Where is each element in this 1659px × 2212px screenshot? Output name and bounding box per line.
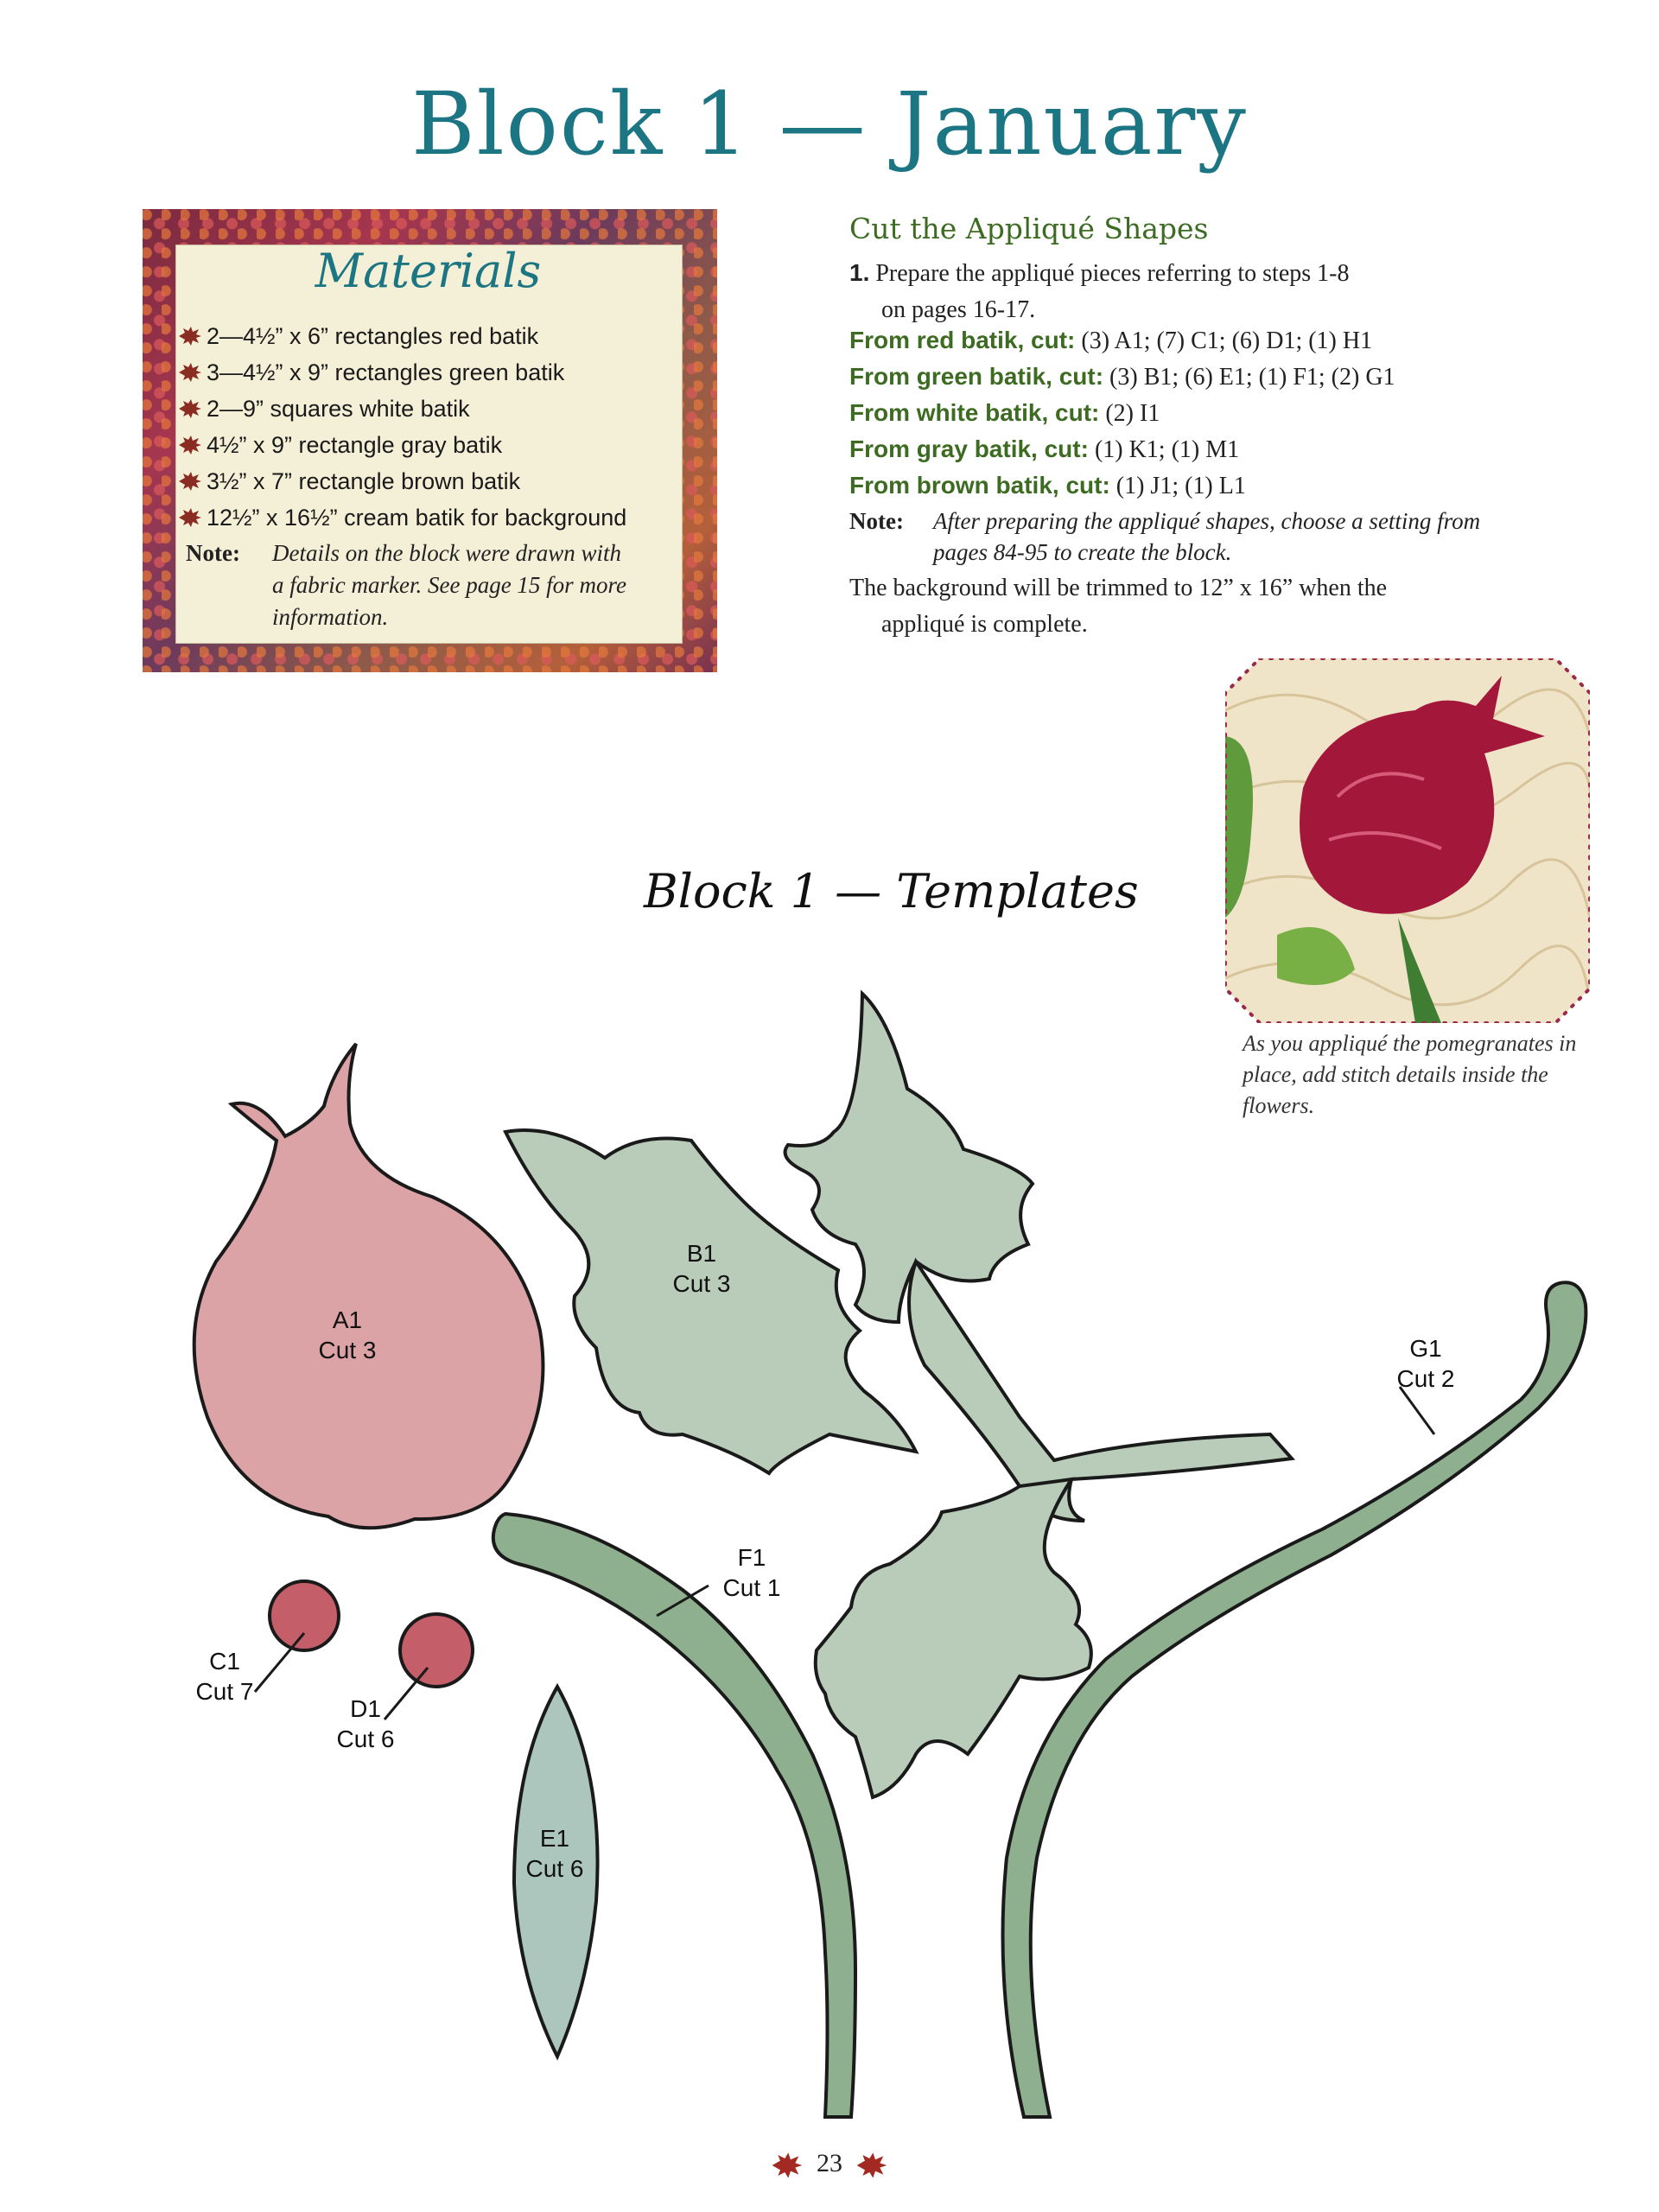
template-b1-shape-3 [813,1477,1093,1800]
leader-line [253,1632,306,1693]
step-1: 1. Prepare the appliqué pieces referring… [849,255,1506,328]
label-b1-cut: Cut 3 [673,1270,731,1297]
cut-value: (3) A1; (7) C1; (6) D1; (1) H1 [1081,327,1373,354]
leader-line [1398,1386,1436,1435]
maple-leaf-icon [179,472,201,491]
materials-item: 4½” x 9” rectangle gray batik [177,427,683,463]
materials-item: 3—4½” x 9” rectangles green batik [177,354,683,391]
template-e1-shape [512,1682,600,2061]
template-d1-shape [398,1612,474,1688]
cut-value: (1) K1; (1) M1 [1094,436,1240,463]
materials-item-text: 4½” x 9” rectangle gray batik [207,431,503,458]
note-label: Note: [849,508,904,534]
label-a1-cut: Cut 3 [319,1337,377,1363]
templates-drawing: A1 Cut 3 B1 Cut 3 C1 Cut 7 D1 Cut 6 E1 C… [192,989,1588,2119]
materials-item: 2—4½” x 6” rectangles red batik [177,318,683,354]
cut-line: From gray batik, cut: (1) K1; (1) M1 [849,435,1239,464]
label-g1-cut: Cut 2 [1397,1365,1455,1392]
label-f1-cut: Cut 1 [723,1574,781,1601]
label-g1-id: G1 [1409,1335,1441,1362]
label-a1-id: A1 [333,1306,362,1333]
step-text-continued: on pages 16-17. [881,296,1036,323]
materials-heading: Materials [315,244,542,298]
cut-value: (3) B1; (6) E1; (1) F1; (2) G1 [1109,364,1395,391]
cut-line: From white batik, cut: (2) I1 [849,399,1160,428]
label-e1-id: E1 [540,1825,569,1852]
materials-item-text: 2—4½” x 6” rectangles red batik [207,322,539,349]
materials-list: 2—4½” x 6” rectangles red batik 3—4½” x … [177,318,683,536]
template-b1-shape [503,1128,919,1476]
cut-label: From red batik, cut: [849,327,1076,353]
label-c1-cut: Cut 7 [196,1678,254,1705]
cut-line: From brown batik, cut: (1) J1; (1) L1 [849,472,1246,500]
label-e1-cut: Cut 6 [526,1855,584,1882]
maple-leaf-icon [179,363,201,382]
label-f1-id: F1 [738,1544,766,1571]
leader-line [656,1584,709,1618]
cut-value: (1) J1; (1) L1 [1116,473,1246,499]
maple-leaf-icon [856,2152,887,2178]
materials-item: 3½” x 7” rectangle brown batik [177,463,683,499]
materials-item: 12½” x 16½” cream batik for background [177,499,683,536]
maple-leaf-icon [179,435,201,454]
cut-label: From white batik, cut: [849,399,1100,426]
template-f1-shape [491,1511,858,2119]
note-label: Note: [186,540,240,566]
materials-panel [175,245,683,644]
photo-caption: As you appliqué the pomegranates in plac… [1243,1031,1577,1118]
materials-item-text: 3½” x 7” rectangle brown batik [207,467,521,494]
materials-item: 2—9” squares white batik [177,391,683,427]
page-number-text: 23 [817,2149,842,2177]
note-text: After preparing the appliqué shapes, cho… [933,508,1481,565]
maple-leaf-icon [772,2152,803,2178]
template-g1-shape [1001,1281,1588,2119]
materials-item-text: 3—4½” x 9” rectangles green batik [207,359,565,385]
template-a1-shape [192,1042,545,1530]
background-note: The background will be trimmed to 12” x … [849,570,1506,643]
cut-label: From gray batik, cut: [849,435,1089,462]
cut-line: From green batik, cut: (3) B1; (6) E1; (… [849,363,1395,391]
page-number: 23 [0,2149,1659,2181]
maple-leaf-icon [179,327,201,346]
leader-line [383,1667,429,1720]
maple-leaf-icon [179,508,201,527]
materials-item-text: 12½” x 16½” cream batik for background [207,504,627,531]
cut-value: (2) I1 [1105,400,1160,427]
step-number: 1. [849,259,870,286]
cut-label: From brown batik, cut: [849,472,1110,499]
label-b1-id: B1 [687,1240,716,1267]
maple-leaf-icon [179,399,201,418]
template-b1-shape-2 [783,989,1035,1325]
label-d1-cut: Cut 6 [337,1726,395,1752]
note-text: Details on the block were drawn with a f… [272,540,626,630]
cut-line: From red batik, cut: (3) A1; (7) C1; (6)… [849,327,1372,355]
label-d1-id: D1 [350,1695,381,1722]
templates-title: Block 1 — Templates [644,864,1139,918]
background-line: appliqué is complete. [881,611,1088,638]
cut-heading: Cut the Appliqué Shapes [849,212,1209,245]
step-text: Prepare the appliqué pieces referring to… [875,260,1350,287]
template-stem-branch [907,1257,1296,1522]
block-photo [1225,658,1590,1023]
background-line: The background will be trimmed to 12” x … [849,575,1388,601]
label-c1-id: C1 [209,1648,240,1675]
materials-item-text: 2—9” squares white batik [207,395,470,422]
cut-label: From green batik, cut: [849,363,1104,390]
template-c1-shape [268,1580,340,1652]
page-title: Block 1 — January [411,73,1248,175]
